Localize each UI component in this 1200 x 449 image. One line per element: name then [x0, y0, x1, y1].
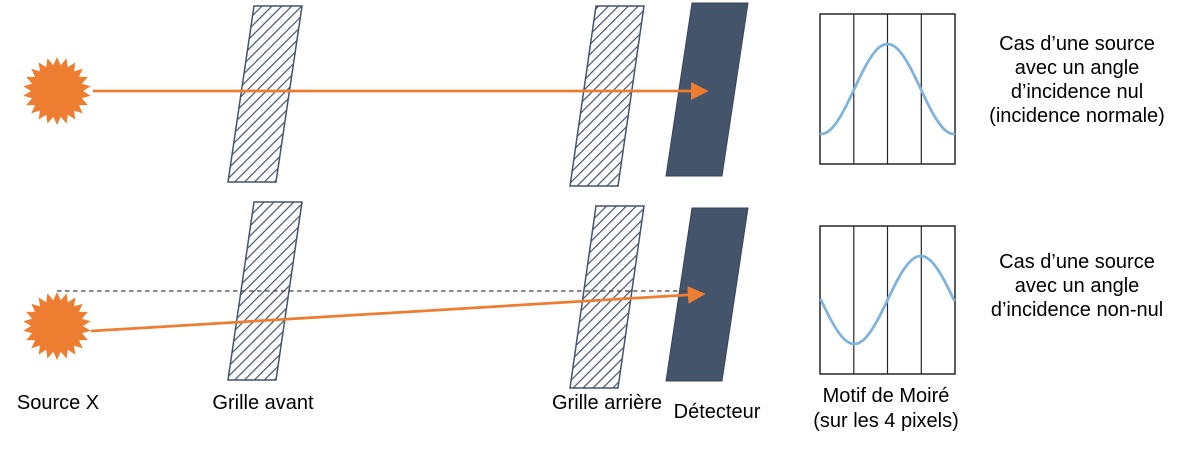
- caption-normal-line-1: Cas d’une source: [999, 33, 1155, 55]
- caption-oblique-line-3: d’incidence non-nul: [991, 299, 1163, 321]
- label-rear-grille: Grille arrière: [552, 392, 662, 414]
- rear-grille-bottom: [569, 205, 645, 389]
- caption-normal-line-2: avec un angle: [1015, 57, 1140, 79]
- label-detector: Détecteur: [674, 401, 761, 423]
- label-front-grille: Grille avant: [212, 392, 314, 414]
- xray-source-icon-bottom: [23, 292, 91, 360]
- caption-oblique-line-2: avec un angle: [1015, 275, 1140, 297]
- moire-curve-bottom: [819, 254, 956, 346]
- detector-bottom: [665, 207, 749, 382]
- moire-curve-top: [819, 42, 956, 136]
- detector-top: [665, 2, 749, 177]
- beam-arrow-bottom: [90, 285, 706, 333]
- label-source: Source X: [17, 392, 99, 414]
- caption-oblique-line-1: Cas d’une source: [999, 251, 1155, 273]
- xray-source-icon-top: [23, 57, 91, 125]
- rear-grille-top: [569, 5, 645, 187]
- front-grille-top: [227, 5, 303, 183]
- label-moire-subtitle: (sur les 4 pixels): [813, 410, 959, 432]
- label-moire-title: Motif de Moiré: [823, 385, 950, 407]
- caption-normal-line-4: (incidence normale): [989, 105, 1165, 127]
- caption-normal-line-3: d’incidence nul: [1011, 81, 1143, 103]
